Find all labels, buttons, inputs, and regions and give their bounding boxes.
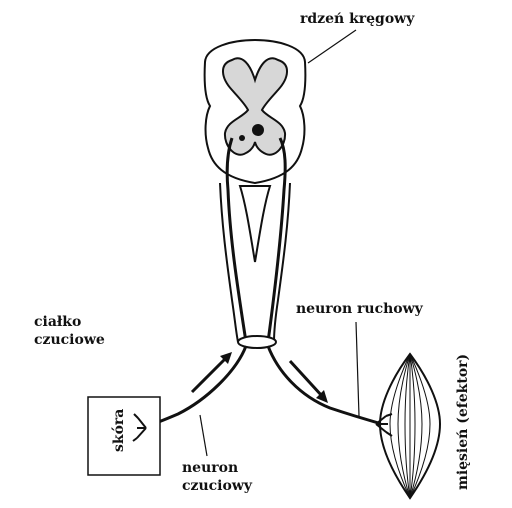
motor-neuron-label: neuron ruchowy	[296, 301, 423, 317]
receptor-label: ciałko czuciowe	[34, 313, 105, 349]
nerve-root-ring	[237, 335, 277, 349]
motor-neuron	[266, 345, 383, 426]
spinal-cord-label: rdzeń kręgowy	[300, 11, 415, 27]
motor-fiber	[266, 137, 287, 343]
leader-czuciowy	[199, 414, 208, 457]
sensory-neuron-label: neuron czuciowy	[182, 459, 252, 495]
sensory-neuron-label-line1: neuron	[182, 460, 239, 476]
receptor-label-line1: ciałko	[34, 314, 82, 330]
nerve-trunk	[219, 182, 239, 343]
motor-end-plate	[375, 413, 393, 437]
grey-matter	[222, 57, 288, 156]
muscle-label: mięsień (efektor)	[455, 353, 471, 490]
nerve-trunk	[273, 182, 291, 343]
synapse-dot	[239, 135, 245, 141]
sensory-fiber	[225, 137, 248, 343]
skin-box	[87, 396, 161, 476]
receptor-ending	[132, 413, 147, 442]
sensory-neuron-label-line2: czuciowy	[182, 478, 253, 494]
leader-rdzen	[307, 29, 357, 64]
arrow-sensory-up	[190, 352, 232, 394]
arrow-motor-down	[288, 359, 328, 403]
central-canal	[252, 124, 264, 136]
receptor-label-line2: czuciowe	[34, 332, 105, 348]
skin-label: skóra	[111, 408, 127, 452]
muscle-effector	[378, 352, 442, 500]
leader-ruchowy	[355, 321, 360, 417]
inner-loop	[238, 185, 272, 263]
